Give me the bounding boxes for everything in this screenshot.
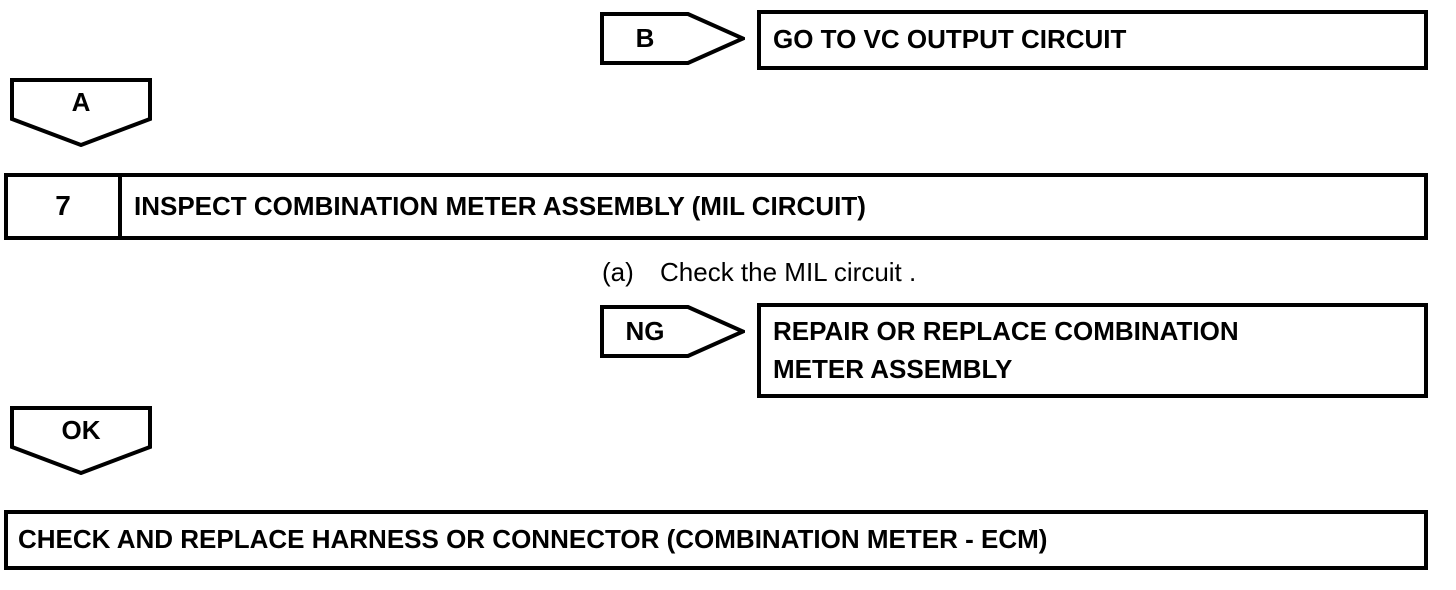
connector-ok-label: OK bbox=[61, 415, 101, 445]
action-text-go-to-vc-output: GO TO VC OUTPUT CIRCUIT bbox=[773, 24, 1127, 54]
step-number: 7 bbox=[8, 177, 122, 236]
substep-marker: (a) bbox=[602, 257, 634, 287]
connector-a-label: A bbox=[71, 87, 91, 117]
action-text-check-harness: CHECK AND REPLACE HARNESS OR CONNECTOR (… bbox=[18, 524, 1048, 554]
pentagon-right-icon bbox=[600, 12, 745, 65]
action-box-repair-meter: REPAIR OR REPLACE COMBINATION METER ASSE… bbox=[757, 303, 1428, 398]
action-box-check-harness: CHECK AND REPLACE HARNESS OR CONNECTOR (… bbox=[4, 510, 1428, 570]
connector-a: A bbox=[10, 78, 152, 147]
pentagon-right-icon bbox=[600, 305, 745, 358]
substep-note: (a) Check the MIL circuit . bbox=[602, 257, 916, 287]
action-text-repair-line1: REPAIR OR REPLACE COMBINATION bbox=[773, 316, 1239, 346]
pentagon-down-icon bbox=[10, 78, 152, 147]
branch-b-label: B bbox=[635, 23, 655, 53]
pentagon-down-icon bbox=[10, 406, 152, 475]
action-box-go-to-vc-output: GO TO VC OUTPUT CIRCUIT bbox=[757, 10, 1428, 70]
action-text-repair-line2: METER ASSEMBLY bbox=[773, 354, 1013, 384]
substep-text: Check the MIL circuit . bbox=[660, 257, 917, 287]
step-header-box: 7 INSPECT COMBINATION METER ASSEMBLY (MI… bbox=[4, 173, 1428, 240]
branch-connector-ng: NG bbox=[600, 305, 745, 358]
step-title: INSPECT COMBINATION METER ASSEMBLY (MIL … bbox=[134, 191, 866, 221]
branch-connector-b: B bbox=[600, 12, 745, 65]
connector-ok: OK bbox=[10, 406, 152, 475]
branch-ng-label: NG bbox=[625, 316, 665, 346]
